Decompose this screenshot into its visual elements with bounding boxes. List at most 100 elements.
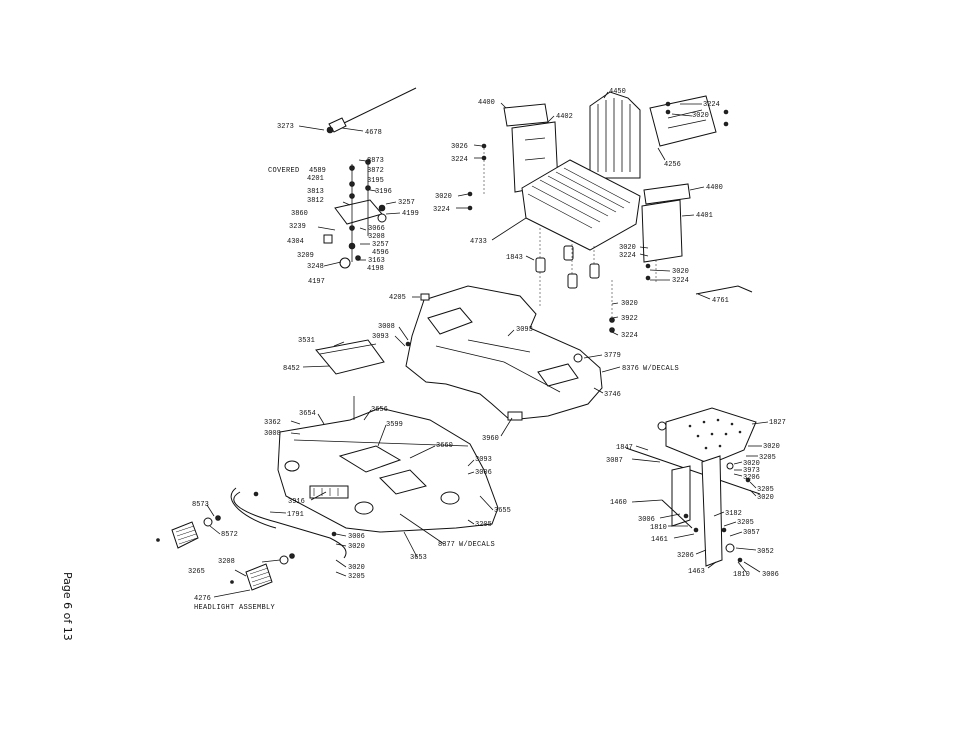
part-label: 3163: [368, 257, 385, 265]
control-panel-hardware: [317, 158, 401, 269]
part-label: 4733: [470, 238, 487, 246]
decals-caption: W/DECALS: [643, 365, 679, 373]
part-label: 3654: [299, 410, 316, 418]
part-label: 4596: [372, 249, 389, 257]
part-label: 3052: [757, 548, 774, 556]
part-label: 3599: [386, 421, 403, 429]
steering-support: [625, 407, 769, 573]
part-label: 3006: [475, 469, 492, 477]
throttle-cable: [298, 87, 417, 134]
part-label: 3257: [372, 241, 389, 249]
part-label: 3746: [604, 391, 621, 399]
covered-caption: COVERED: [268, 167, 300, 175]
part-label: 3209: [297, 252, 314, 260]
part-label: 1461: [651, 536, 668, 544]
part-label: 8573: [192, 501, 209, 509]
part-label: 8452: [283, 365, 300, 373]
part-label: 3093: [372, 333, 389, 341]
part-label: 3006: [762, 571, 779, 579]
part-label: 3087: [606, 457, 623, 465]
part-label: 4201: [307, 175, 324, 183]
part-label: 8572: [221, 531, 238, 539]
part-label: 3653: [410, 554, 427, 562]
part-label: 4402: [556, 113, 573, 121]
part-label: 4400: [706, 184, 723, 192]
part-label: 3006: [348, 533, 365, 541]
part-label: 3066: [368, 225, 385, 233]
part-label: 3205: [737, 519, 754, 527]
part-label: 3208: [368, 233, 385, 241]
part-label: 3860: [291, 210, 308, 218]
part-label: 3813: [307, 188, 324, 196]
part-label: 3205: [757, 486, 774, 494]
part-label: 3873: [367, 157, 384, 165]
part-label: 3020: [619, 244, 636, 252]
part-label: 1810: [650, 524, 667, 532]
part-label: 3531: [298, 337, 315, 345]
part-label: 3224: [433, 206, 450, 214]
decals-caption: W/DECALS: [459, 541, 495, 549]
part-label: 4450: [609, 88, 626, 96]
part-label: 3265: [188, 568, 205, 576]
part-label: 3239: [289, 223, 306, 231]
part-label: 3205: [348, 573, 365, 581]
floor-plate: [302, 339, 385, 375]
part-label: 3196: [375, 188, 392, 196]
part-label: 3206: [743, 474, 760, 482]
part-label: 3093: [475, 456, 492, 464]
part-label: 3779: [604, 352, 621, 360]
part-label: 3248: [307, 263, 324, 271]
part-label: 4199: [402, 210, 419, 218]
part-label: 3008: [264, 430, 281, 438]
part-label: 3206: [677, 552, 694, 560]
part-label: 3020: [435, 193, 452, 201]
part-label: 3182: [725, 510, 742, 518]
part-label: 4401: [696, 212, 713, 220]
part-label: 3006: [638, 516, 655, 524]
part-label: 4205: [389, 294, 406, 302]
part-label: 1843: [506, 254, 523, 262]
part-label: 4400: [478, 99, 495, 107]
part-number-labels: 3273 4678 COVERED 4589 3873 4201 3872 31…: [188, 88, 786, 612]
part-label: 3362: [264, 419, 281, 427]
part-label: 4197: [308, 278, 325, 286]
part-label: 8376: [622, 365, 639, 373]
part-label: 3020: [348, 564, 365, 572]
part-label: 1847: [616, 444, 633, 452]
seat-assembly: [456, 91, 753, 336]
part-label: 3020: [757, 494, 774, 502]
part-label: 4256: [664, 161, 681, 169]
part-label: 3872: [367, 167, 384, 175]
headlight-caption: HEADLIGHT ASSEMBLY: [194, 604, 276, 612]
part-label: 4304: [287, 238, 304, 246]
headlight-assembly: [156, 504, 295, 598]
part-label: 3655: [494, 507, 511, 515]
part-label: 4761: [712, 297, 729, 305]
part-label: 3224: [619, 252, 636, 260]
part-label: 3205: [475, 521, 492, 529]
part-label: 3224: [672, 277, 689, 285]
fender-body-pan: [394, 285, 621, 437]
part-label: 3812: [307, 197, 324, 205]
part-label: 1827: [769, 419, 786, 427]
part-label: 3020: [672, 268, 689, 276]
part-label: 1810: [733, 571, 750, 579]
part-label: 4678: [365, 129, 382, 137]
part-label: 3020: [348, 543, 365, 551]
page-number-label: Page 6 of 13: [61, 572, 74, 641]
part-label: 3257: [398, 199, 415, 207]
part-label: 3195: [367, 177, 384, 185]
part-label: 3057: [743, 529, 760, 537]
part-label: 1791: [287, 511, 304, 519]
part-label: 4589: [309, 167, 326, 175]
part-label: 3224: [451, 156, 468, 164]
part-label: 3224: [703, 101, 720, 109]
part-label: 3660: [436, 442, 453, 450]
part-label: 3973: [743, 467, 760, 475]
part-label: 3020: [743, 460, 760, 468]
part-label: 1463: [688, 568, 705, 576]
part-label: 3020: [621, 300, 638, 308]
part-label: 1460: [610, 499, 627, 507]
